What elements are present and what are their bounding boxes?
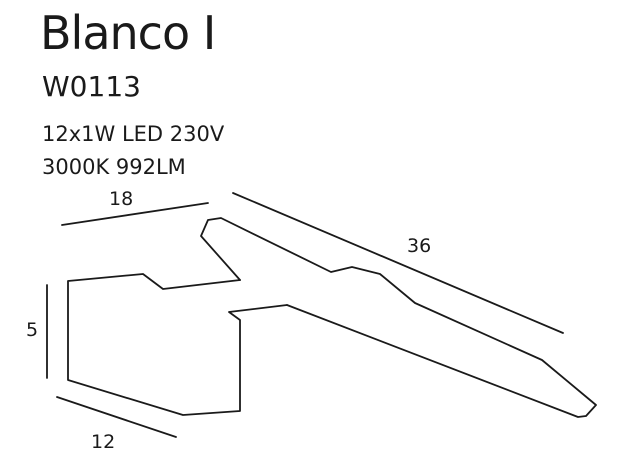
product-code: W0113	[42, 70, 141, 103]
dimension-label-width: 18	[109, 188, 133, 210]
product-name: Blanco I	[40, 6, 216, 60]
dimension-label-height: 5	[26, 319, 38, 341]
lamp-arm-outline	[200, 217, 597, 418]
spec-power: 12x1W LED 230V	[42, 122, 225, 146]
lamp-base-outline	[67, 273, 288, 416]
dimension-line-length	[232, 192, 564, 334]
dimension-line-width	[61, 202, 209, 226]
dimension-line-depth	[56, 396, 177, 438]
spec-light: 3000K 992LM	[42, 155, 186, 179]
dimension-label-length: 36	[407, 235, 431, 257]
dimension-label-depth: 12	[91, 431, 115, 453]
